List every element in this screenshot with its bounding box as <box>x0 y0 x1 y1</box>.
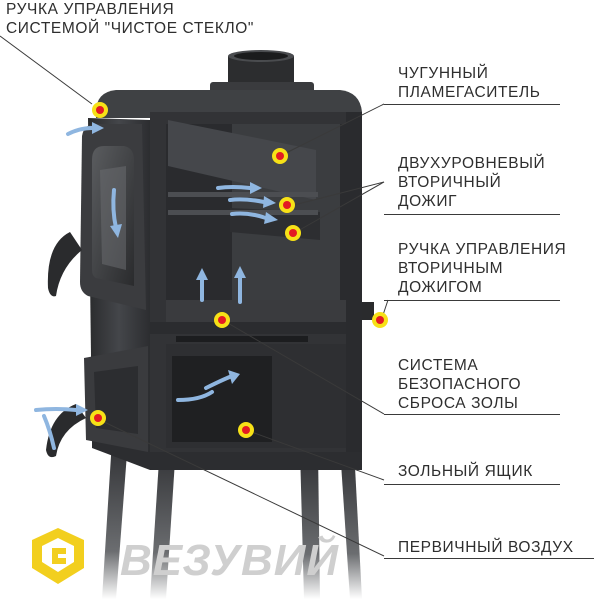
stove-door <box>47 124 146 310</box>
marker-secondary-control <box>372 312 388 328</box>
label-primary-air: ПЕРВИЧНЫЙ ВОЗДУХ <box>398 538 574 557</box>
label-ash-box-line1: ЗОЛЬНЫЙ ЯЩИК <box>398 463 533 480</box>
leader-lines <box>0 35 389 557</box>
stove-body <box>88 90 362 470</box>
rule-ash-box <box>384 484 560 485</box>
marker-secondary-burn-lower <box>285 225 301 241</box>
label-glass-control-line1: РУЧКА УПРАВЛЕНИЯ <box>6 1 175 18</box>
marker-primary-air <box>90 410 106 426</box>
brand-logo-text: ВЕЗУВИЙ <box>120 536 340 585</box>
label-secondary-control-line2: ВТОРИЧНЫМ <box>398 260 504 277</box>
label-glass-control: РУЧКА УПРАВЛЕНИЯ СИСТЕМОЙ "ЧИСТОЕ СТЕКЛО… <box>6 0 254 38</box>
rule-primary-air <box>384 558 594 559</box>
marker-secondary-burn-upper <box>279 197 295 213</box>
stove-legs <box>102 440 362 599</box>
label-flame-arrester-line1: ЧУГУННЫЙ <box>398 65 489 82</box>
brand-logo-mark <box>32 528 84 584</box>
air-flow-arrowheads <box>76 122 278 416</box>
ash-door <box>46 346 148 458</box>
rule-flame-arrester <box>384 104 560 105</box>
secondary-control-handle <box>362 302 374 320</box>
label-secondary-burn-line3: ДОЖИГ <box>398 193 458 210</box>
marker-flame-arrester <box>272 148 288 164</box>
rule-secondary-burn <box>384 214 560 215</box>
marker-glass-control <box>92 102 108 118</box>
rule-secondary-control <box>384 300 560 301</box>
rule-ash-system <box>384 414 560 415</box>
label-secondary-burn-line1: ДВУХУРОВНЕВЫЙ <box>398 155 546 172</box>
marker-ash-system <box>214 312 230 328</box>
label-ash-system: СИСТЕМА БЕЗОПАСНОГО СБРОСА ЗОЛЫ <box>398 356 521 413</box>
callout-markers <box>90 102 388 438</box>
label-ash-system-line1: СИСТЕМА <box>398 357 479 374</box>
label-secondary-burn: ДВУХУРОВНЕВЫЙ ВТОРИЧНЫЙ ДОЖИГ <box>398 154 545 211</box>
label-primary-air-line1: ПЕРВИЧНЫЙ ВОЗДУХ <box>398 539 574 556</box>
label-glass-control-line2: СИСТЕМОЙ "ЧИСТОЕ СТЕКЛО" <box>6 20 255 37</box>
label-secondary-burn-line2: ВТОРИЧНЫЙ <box>398 174 502 191</box>
label-secondary-control-line1: РУЧКА УПРАВЛЕНИЯ <box>398 241 567 258</box>
marker-ash-box <box>238 422 254 438</box>
label-ash-system-line3: СБРОСА ЗОЛЫ <box>398 395 519 412</box>
label-flame-arrester-line2: ПЛАМЕГАСИТЕЛЬ <box>398 84 541 101</box>
chimney-pipe <box>210 50 314 94</box>
air-flow-arrows <box>34 126 268 450</box>
label-ash-box: ЗОЛЬНЫЙ ЯЩИК <box>398 462 533 481</box>
label-secondary-control-line3: ДОЖИГОМ <box>398 279 483 296</box>
label-secondary-control: РУЧКА УПРАВЛЕНИЯ ВТОРИЧНЫМ ДОЖИГОМ <box>398 240 566 297</box>
label-flame-arrester: ЧУГУННЫЙ ПЛАМЕГАСИТЕЛЬ <box>398 64 541 102</box>
label-ash-system-line2: БЕЗОПАСНОГО <box>398 376 522 393</box>
